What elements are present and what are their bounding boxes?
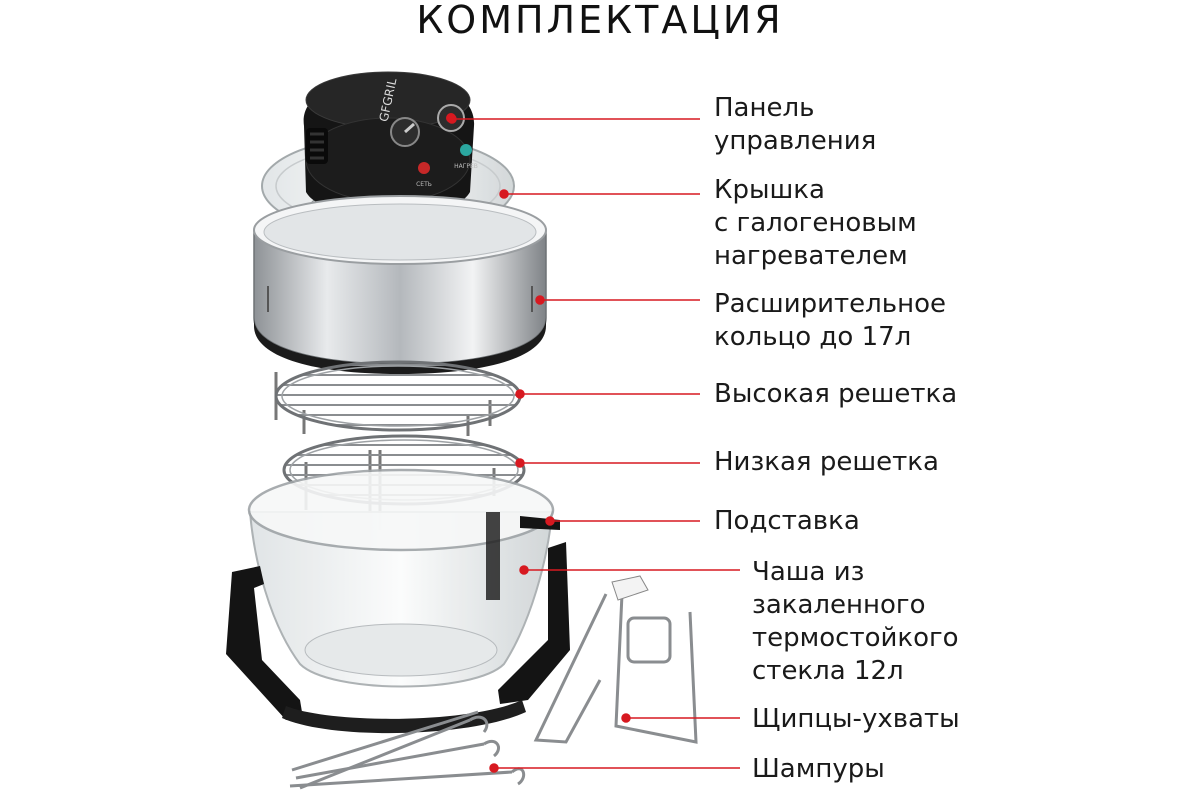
callout-low-rack: Низкая решетка (714, 447, 939, 477)
callout-skewers: Шампуры (752, 754, 885, 784)
power-label: СЕТЬ (416, 181, 432, 188)
heater-label: НАГРЕВ (454, 163, 478, 170)
glass-bowl (247, 468, 555, 688)
leader-dot-tongs (621, 713, 631, 723)
control-unit: GFGRIL СЕТЬ НАГРЕВ (303, 71, 478, 216)
callout-bowl: Чаша из закаленного термостойкого стекла… (752, 557, 959, 686)
callout-high-rack: Высокая решетка (714, 379, 958, 409)
leader-dot-ring (535, 295, 545, 305)
leader-dot-high-rack (515, 389, 525, 399)
power-indicator-icon (418, 162, 430, 174)
tongs (533, 575, 698, 744)
callout-tongs: Щипцы-ухваты (752, 704, 960, 734)
leader-dot-skewers (489, 763, 499, 773)
leader-dot-panel (447, 114, 457, 124)
callout-lid: Крышка с галогеновым нагревателем (714, 175, 917, 271)
leader-dot-bowl (519, 565, 529, 575)
leader-lines (447, 114, 740, 773)
page-title: КОМПЛЕКТАЦИЯ (416, 0, 784, 42)
leader-dot-lid (499, 189, 509, 199)
vent-grille-icon (306, 128, 328, 164)
leader-dot-low-rack (515, 458, 525, 468)
skewers (289, 710, 526, 790)
high-rack (274, 360, 522, 436)
callout-stand: Подставка (714, 506, 860, 536)
callout-panel: Панель управления (714, 93, 877, 156)
expansion-ring (253, 195, 547, 374)
heater-indicator-icon (460, 144, 472, 156)
leader-dot-stand (545, 516, 555, 526)
callout-ring: Расширительное кольцо до 17л (714, 289, 946, 352)
